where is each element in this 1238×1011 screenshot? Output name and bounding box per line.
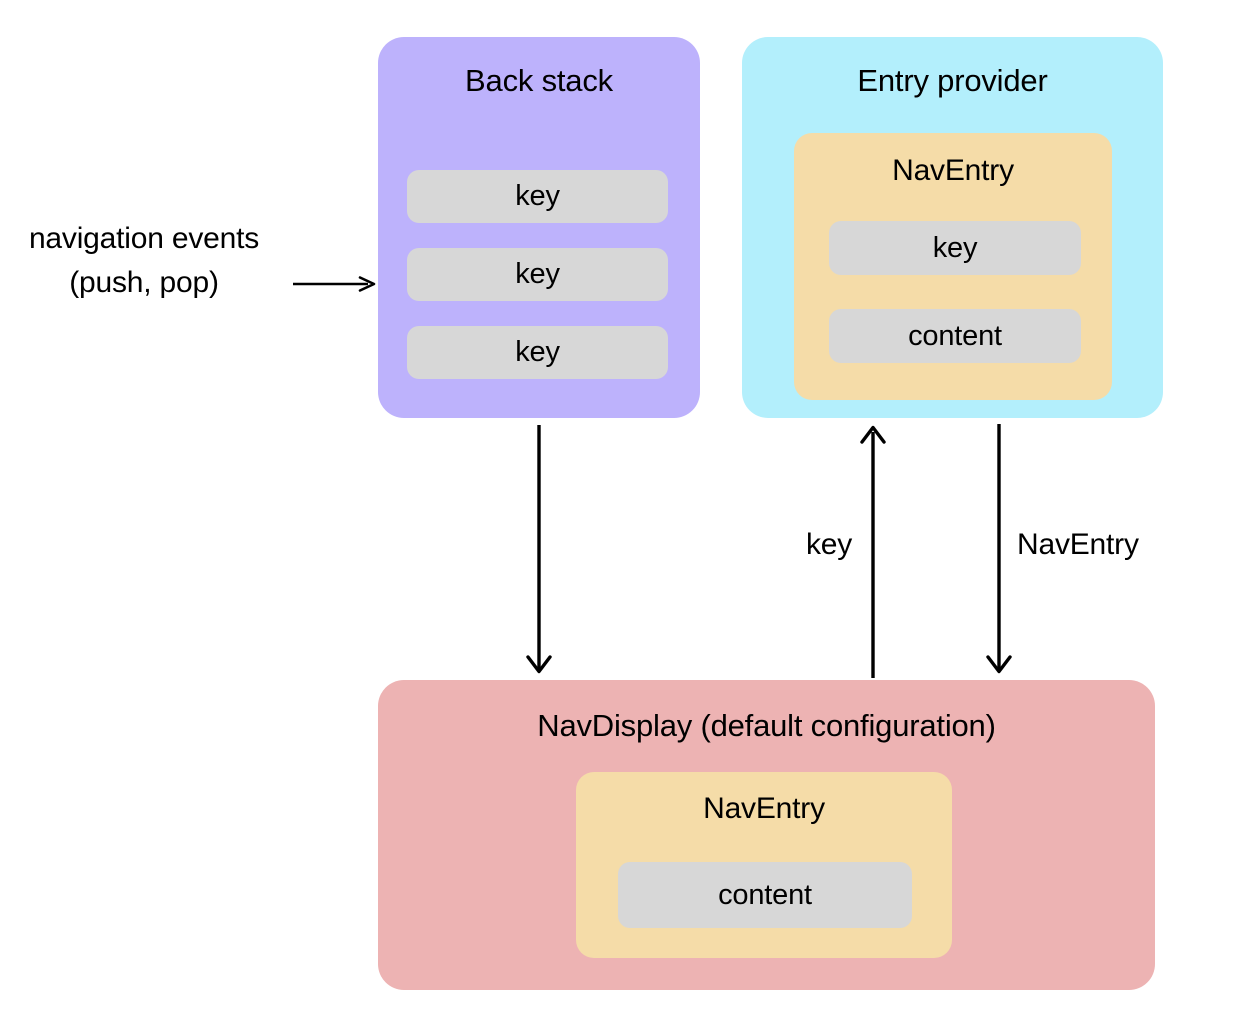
nav-display-box: NavDisplay (default configuration) NavEn… xyxy=(378,680,1155,990)
back-stack-title: Back stack xyxy=(465,63,613,98)
navigation-events-label: navigation events (push, pop) xyxy=(8,217,280,305)
arrow-nav-display-to-entry-provider xyxy=(860,425,886,678)
edge-label-naventry: NavEntry xyxy=(1017,528,1139,561)
nav-display-title: NavDisplay (default configuration) xyxy=(537,708,996,743)
back-stack-box: Back stack key key key xyxy=(378,37,700,418)
navigation-events-line-2: (push, pop) xyxy=(69,266,219,299)
arrow-nav-events-to-back-stack xyxy=(293,276,376,292)
entry-provider-nav-entry-card: NavEntry key content xyxy=(794,133,1112,400)
entry-provider-box: Entry provider NavEntry key content xyxy=(742,37,1163,418)
nav-display-nav-entry-card: NavEntry content xyxy=(576,772,952,958)
entry-provider-title: Entry provider xyxy=(857,63,1048,98)
entry-provider-nav-entry-title: NavEntry xyxy=(892,154,1014,187)
entry-provider-nav-entry-key-field: key xyxy=(829,221,1081,275)
back-stack-key-item: key xyxy=(407,248,668,301)
navigation-events-line-1: navigation events xyxy=(28,222,260,255)
entry-provider-nav-entry-content-field: content xyxy=(829,309,1081,363)
back-stack-key-item: key xyxy=(407,326,668,379)
nav-display-nav-entry-title: NavEntry xyxy=(703,792,825,825)
nav-display-nav-entry-content-field: content xyxy=(618,862,912,928)
back-stack-key-item: key xyxy=(407,170,668,223)
arrow-back-stack-to-nav-display xyxy=(526,425,552,674)
arrow-entry-provider-to-nav-display xyxy=(986,424,1012,674)
edge-label-key: key xyxy=(806,528,853,561)
